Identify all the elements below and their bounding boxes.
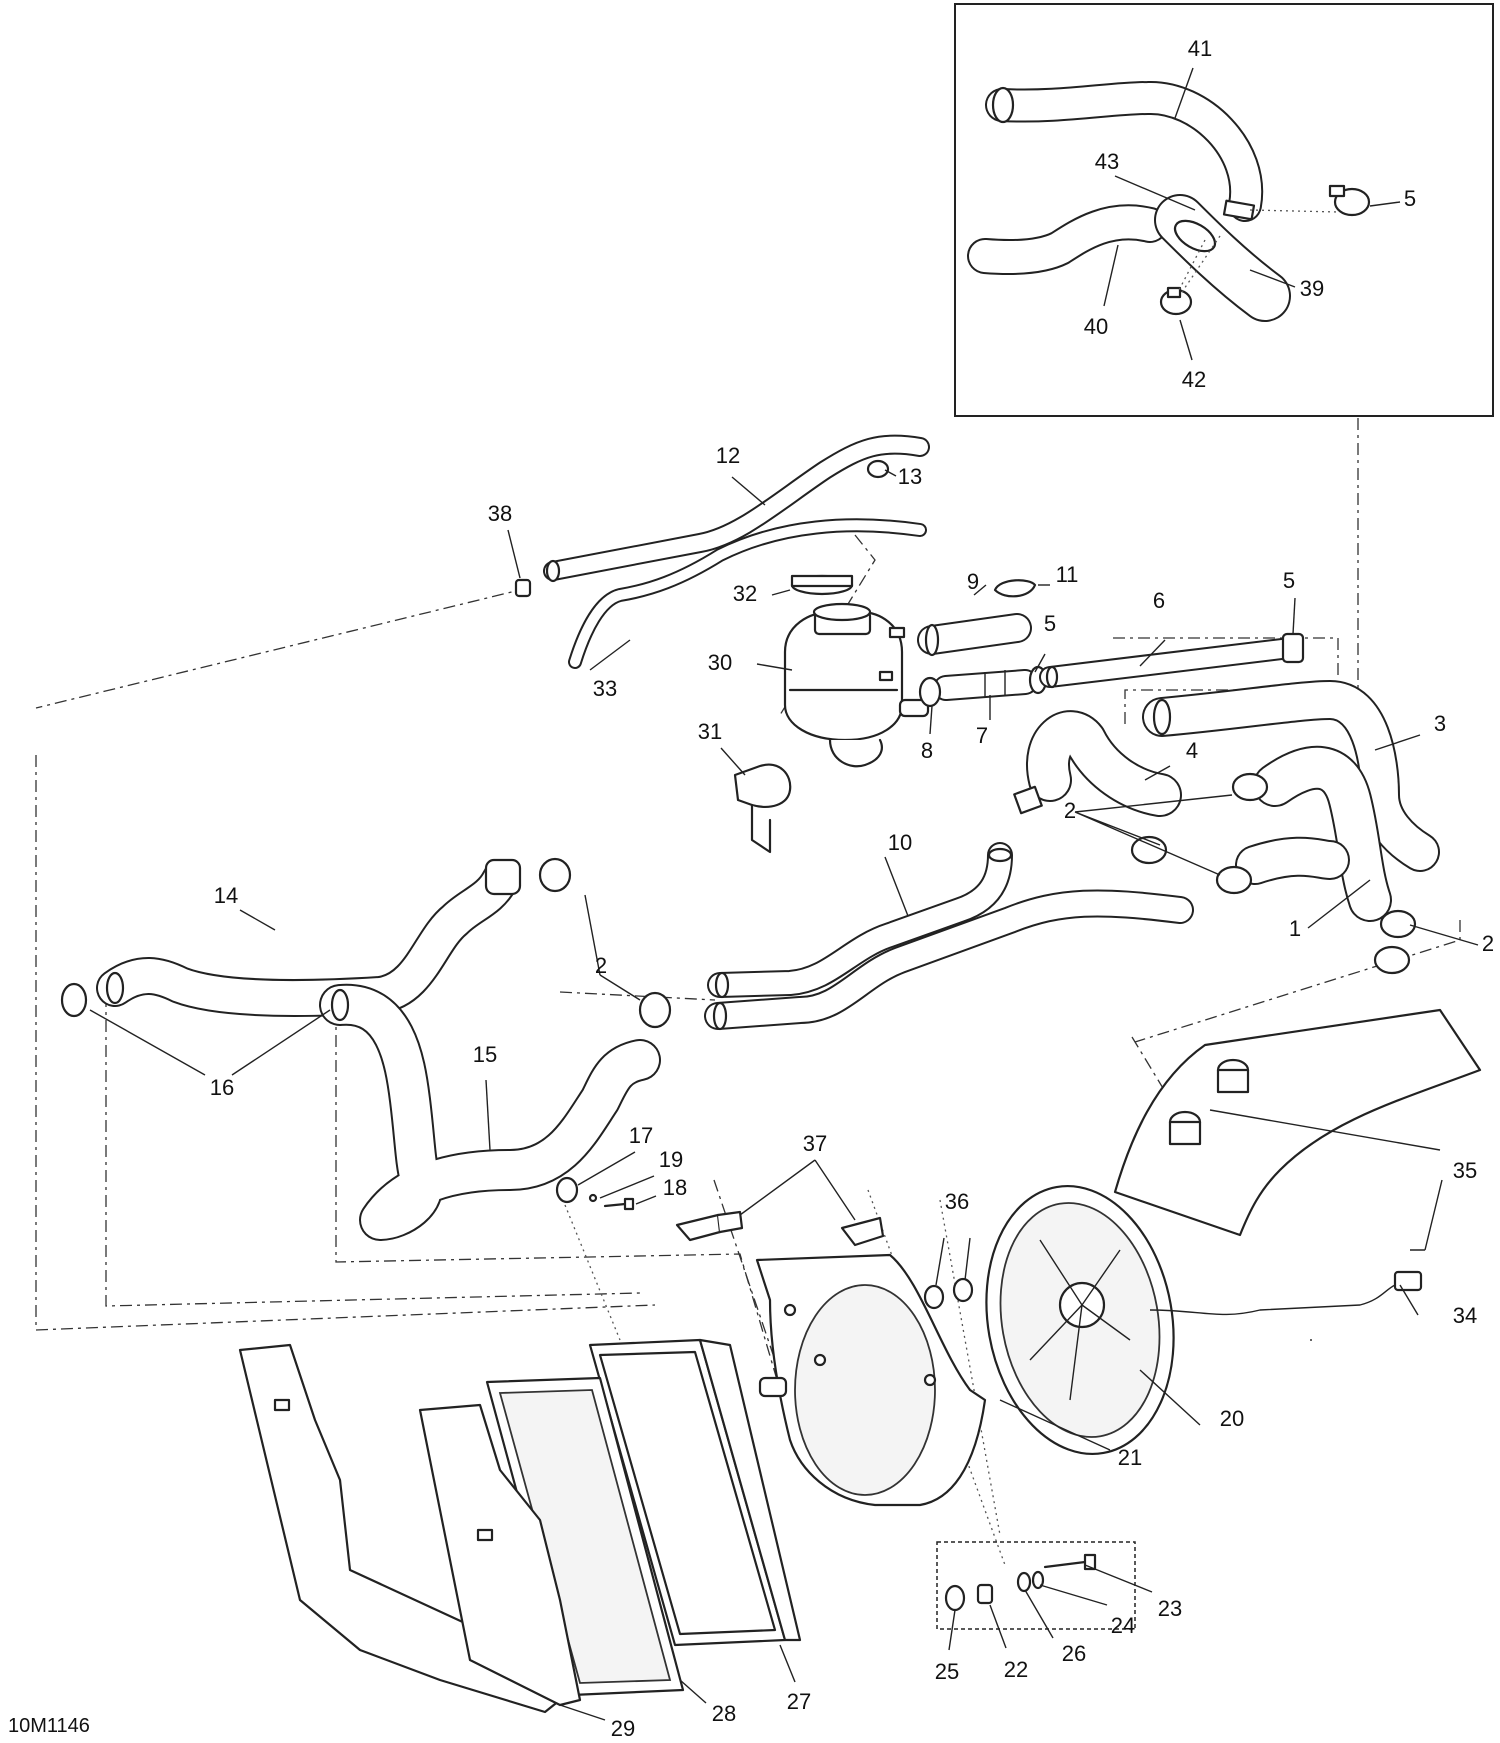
cap-32 <box>790 574 854 596</box>
callout-7: 7 <box>976 723 988 748</box>
callout-8: 8 <box>921 738 933 763</box>
hardware-17-18-19 <box>555 1176 635 1211</box>
callout-3: 3 <box>1434 711 1446 736</box>
clamp-5-end <box>1281 632 1305 664</box>
callout-9: 9 <box>967 569 979 594</box>
callout-10: 10 <box>888 830 912 855</box>
callout-37: 37 <box>803 1131 827 1156</box>
clamp-38 <box>514 578 532 598</box>
callout-24: 24 <box>1111 1613 1135 1638</box>
hose-12 <box>543 434 930 583</box>
clamp-13 <box>866 459 890 479</box>
callout-25: 25 <box>935 1659 959 1684</box>
drawing-code: 10M1146 <box>8 1715 90 1737</box>
expansion-tank-30 <box>783 602 930 768</box>
callout-39: 39 <box>1300 276 1324 301</box>
callout-18: 18 <box>663 1175 687 1200</box>
callout-15: 15 <box>473 1042 497 1067</box>
clamp-16-left <box>60 982 88 1018</box>
callout-labels: 41 43 5 39 40 42 12 13 38 11 9 5 6 5 32 … <box>210 36 1494 1741</box>
hardware-kit-box <box>936 1541 1136 1630</box>
clamp-11 <box>993 579 1037 598</box>
callout-41: 41 <box>1188 36 1212 61</box>
callout-12: 12 <box>716 443 740 468</box>
leader-lines <box>89 67 1479 1721</box>
callout-40: 40 <box>1084 314 1108 339</box>
hose-1 <box>1235 745 1392 922</box>
callout-5: 5 <box>1404 186 1416 211</box>
callout-38: 38 <box>488 501 512 526</box>
callout-2-right: 2 <box>1482 931 1494 956</box>
callout-21: 21 <box>1118 1445 1142 1470</box>
sleeve-9 <box>917 613 1032 657</box>
hose-10 <box>704 842 1194 1031</box>
callout-28: 28 <box>712 1701 736 1726</box>
callout-29: 29 <box>611 1716 635 1741</box>
spacers-36 <box>923 1277 974 1310</box>
callout-5-end: 5 <box>1283 568 1295 593</box>
callout-30: 30 <box>708 650 732 675</box>
callout-11: 11 <box>1056 562 1079 587</box>
shields-29 <box>238 1343 582 1714</box>
clamps-2-left <box>538 857 672 1029</box>
callout-22: 22 <box>1004 1657 1028 1682</box>
callout-20: 20 <box>1220 1406 1244 1431</box>
clamp-8 <box>918 676 942 708</box>
callout-1: 1 <box>1289 916 1301 941</box>
callout-13: 13 <box>898 464 922 489</box>
callout-23: 23 <box>1158 1596 1182 1621</box>
hose-4 <box>1026 710 1182 817</box>
hose-7 <box>933 669 1038 701</box>
callout-6: 6 <box>1153 588 1165 613</box>
callout-36: 36 <box>945 1189 969 1214</box>
hose-14 <box>96 858 522 1017</box>
callout-14: 14 <box>214 883 238 908</box>
callout-16: 16 <box>210 1075 234 1100</box>
callout-4: 4 <box>1186 738 1198 763</box>
callout-33: 33 <box>593 676 617 701</box>
callout-42: 42 <box>1182 367 1206 392</box>
callout-26: 26 <box>1062 1641 1086 1666</box>
brackets-37 <box>675 1210 885 1247</box>
bracket-31 <box>733 763 792 854</box>
callout-31: 31 <box>698 719 722 744</box>
callout-32: 32 <box>733 581 757 606</box>
callout-43: 43 <box>1095 149 1119 174</box>
hose-15 <box>319 983 661 1241</box>
callout-2-left: 2 <box>595 953 607 978</box>
radiator-27 <box>588 1338 802 1647</box>
callout-35: 35 <box>1453 1158 1477 1183</box>
shroud-21 <box>755 1253 987 1507</box>
fan-20 <box>985 1184 1423 1456</box>
hose-33 <box>568 518 927 669</box>
callout-17: 17 <box>629 1123 653 1148</box>
inset-detail-box <box>954 3 1494 417</box>
hose-6 <box>1039 637 1301 689</box>
callout-19: 19 <box>659 1147 683 1172</box>
callout-5-mid: 5 <box>1044 611 1056 636</box>
callout-2-mid: 2 <box>1064 798 1076 823</box>
cover-35 <box>1113 1008 1482 1237</box>
callout-27: 27 <box>787 1689 811 1714</box>
callout-34: 34 <box>1453 1303 1477 1328</box>
hose-3 <box>1142 680 1440 872</box>
